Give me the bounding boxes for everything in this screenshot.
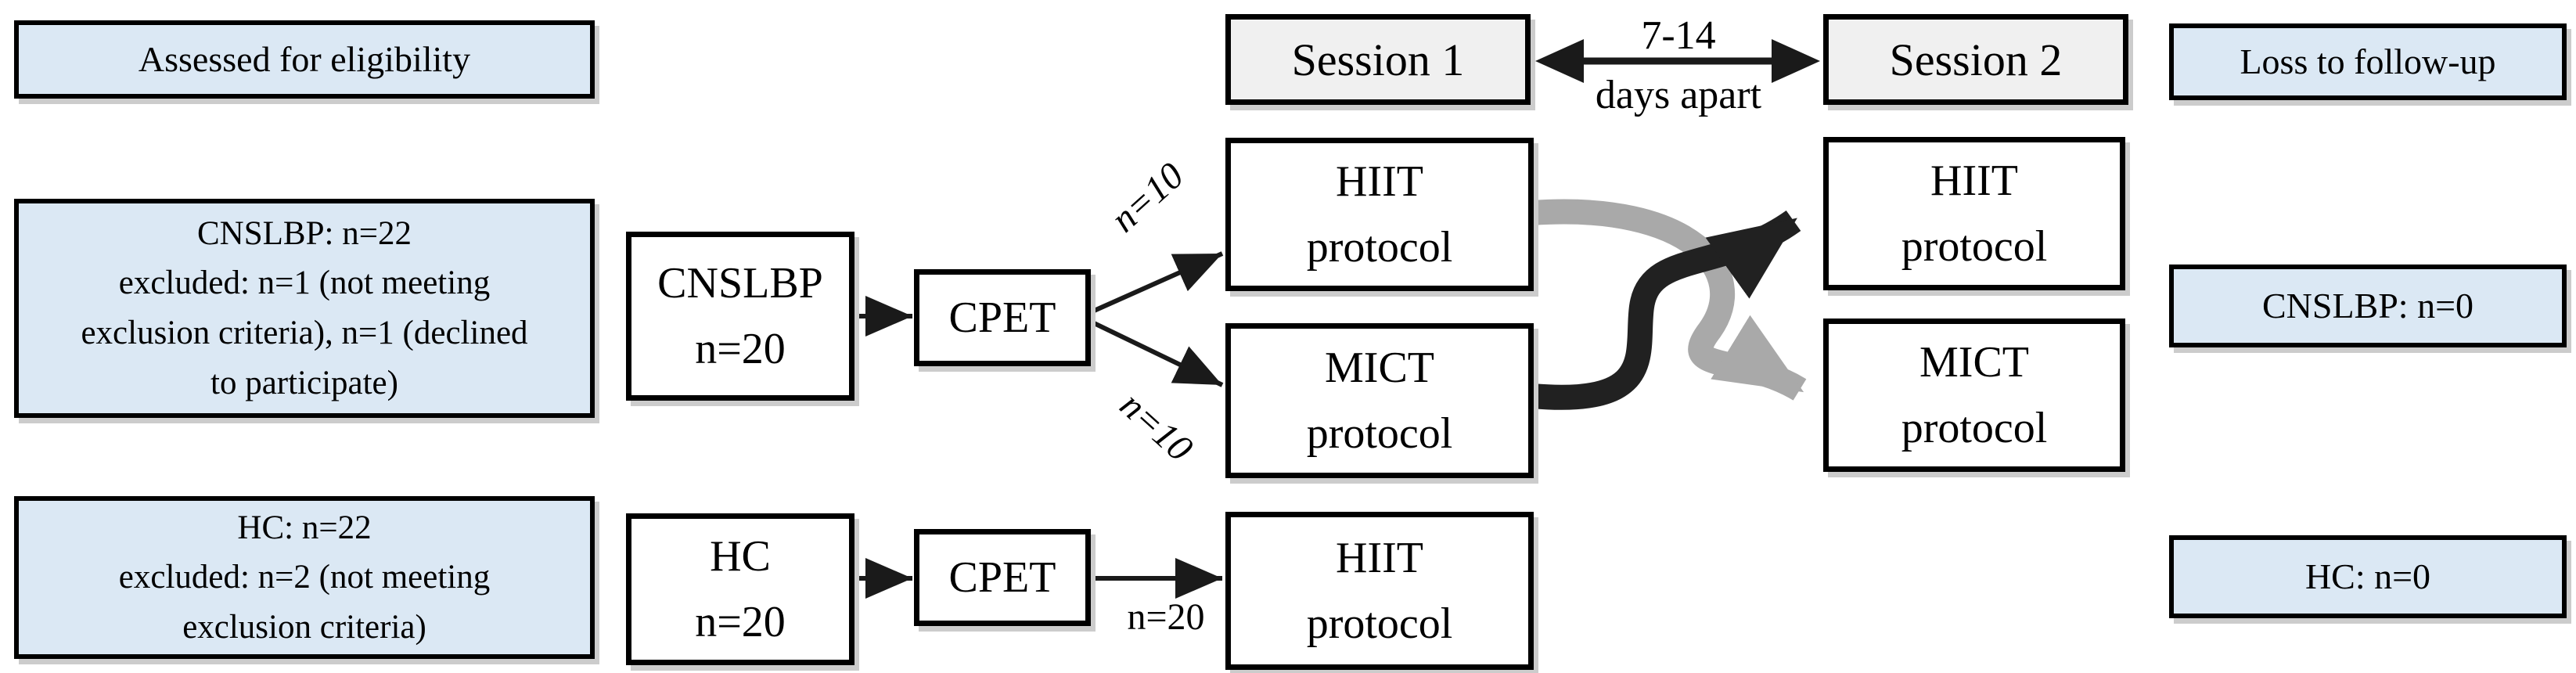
interval-bottom-label: days apart bbox=[1595, 72, 1762, 117]
cnslbp-loss-box: CNSLBP: n=0 bbox=[2169, 265, 2567, 347]
cnslbp-group-box: CNSLBP n=20 bbox=[626, 232, 854, 401]
interval-top-label: 7-14 bbox=[1641, 13, 1716, 58]
assessed-eligibility-box: Assessed for eligibility bbox=[14, 20, 595, 99]
crossover-mict-to-hiit-arrow bbox=[1531, 210, 1801, 410]
cpet-cnslbp-box: CPET bbox=[914, 269, 1091, 366]
cpet-hc-box: CPET bbox=[914, 529, 1091, 626]
hiit-session2-box: HIIT protocol bbox=[1823, 137, 2125, 290]
hc-group-box: HC n=20 bbox=[626, 513, 854, 665]
n20-label: n=20 bbox=[1127, 596, 1205, 638]
arrow-cpet-to-hiit-s1 bbox=[1091, 251, 1224, 314]
n10-hiit-label: n=10 bbox=[1103, 154, 1192, 240]
hc-loss-box: HC: n=0 bbox=[2169, 535, 2567, 618]
n10-mict-label: n=10 bbox=[1112, 383, 1201, 470]
session-2-header: Session 2 bbox=[1823, 14, 2128, 105]
hc-screening-box: HC: n=22 excluded: n=2 (not meeting excl… bbox=[14, 496, 595, 659]
crossover-hiit-to-mict-arrow bbox=[1531, 199, 1807, 401]
mict-session1-box: MICT protocol bbox=[1225, 323, 1534, 478]
session-1-header: Session 1 bbox=[1225, 14, 1531, 105]
hiit-hc-box: HIIT protocol bbox=[1225, 512, 1534, 670]
mict-session2-box: MICT protocol bbox=[1823, 319, 2125, 472]
loss-to-follow-up-box: Loss to follow-up bbox=[2169, 23, 2567, 100]
cnslbp-screening-box: CNSLBP: n=22 excluded: n=1 (not meeting … bbox=[14, 199, 595, 418]
hiit-session1-box: HIIT protocol bbox=[1225, 138, 1534, 291]
